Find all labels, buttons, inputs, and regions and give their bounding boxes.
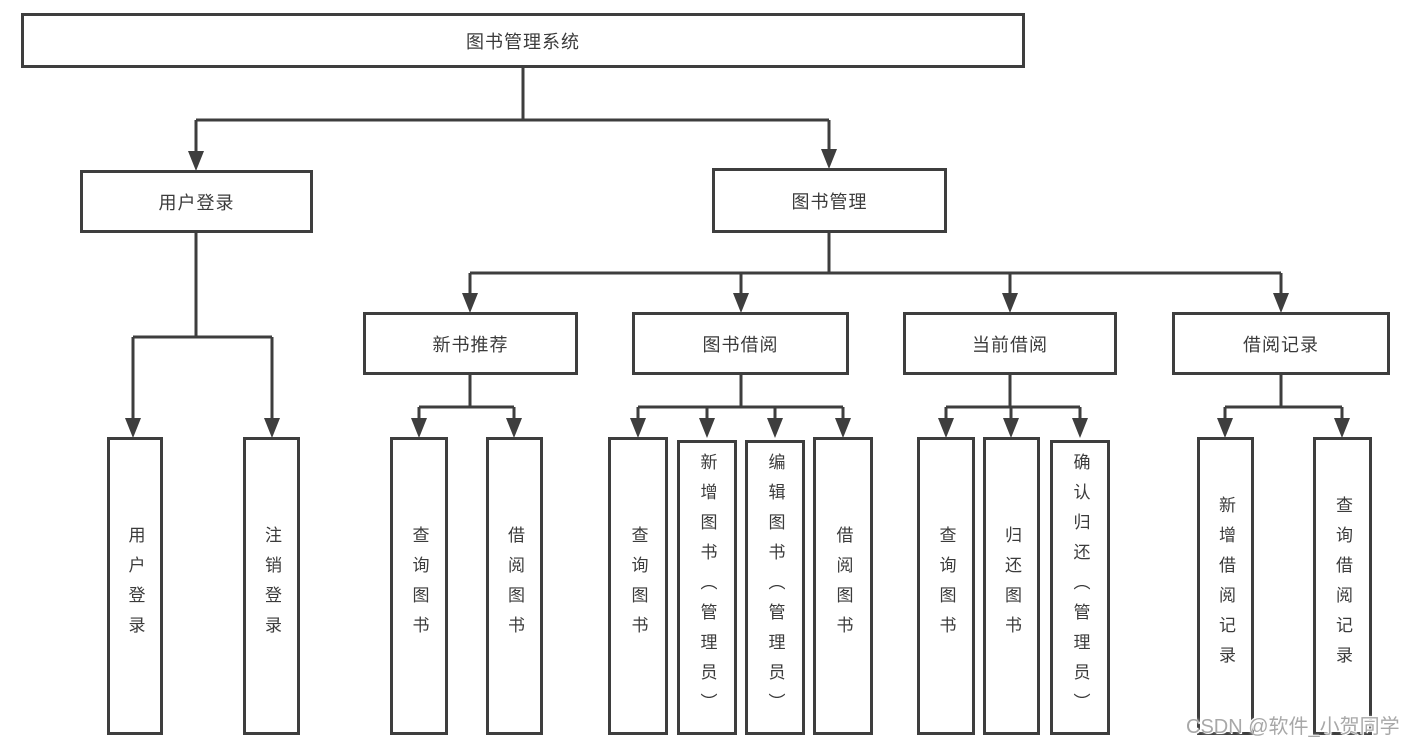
node-new-book-recommend: 新书推荐 <box>363 312 578 375</box>
leaf-query-borrow-record: 查询借阅记录 <box>1313 437 1372 735</box>
leaf-return-books: 归还图书 <box>983 437 1040 735</box>
node-user-login: 用户登录 <box>80 170 313 233</box>
leaf-edit-book-admin: 编辑图书（管理员） <box>745 440 805 735</box>
leaf-user-login: 用户登录 <box>107 437 163 735</box>
node-root-system: 图书管理系统 <box>21 13 1025 68</box>
node-borrow-records: 借阅记录 <box>1172 312 1390 375</box>
leaf-logout: 注销登录 <box>243 437 300 735</box>
node-book-management: 图书管理 <box>712 168 947 233</box>
leaf-borrow-books-recommend: 借阅图书 <box>486 437 543 735</box>
node-book-borrow: 图书借阅 <box>632 312 849 375</box>
watermark: CSDN @软件_小贺同学 <box>1186 716 1400 738</box>
leaf-query-books-current: 查询图书 <box>917 437 975 735</box>
leaf-add-borrow-record: 新增借阅记录 <box>1197 437 1254 735</box>
leaf-confirm-return-admin: 确认归还（管理员） <box>1050 440 1110 735</box>
leaf-add-book-admin: 新增图书（管理员） <box>677 440 737 735</box>
node-current-borrow: 当前借阅 <box>903 312 1117 375</box>
leaf-query-books-borrow: 查询图书 <box>608 437 668 735</box>
leaf-query-books-recommend: 查询图书 <box>390 437 448 735</box>
leaf-borrow-books: 借阅图书 <box>813 437 873 735</box>
